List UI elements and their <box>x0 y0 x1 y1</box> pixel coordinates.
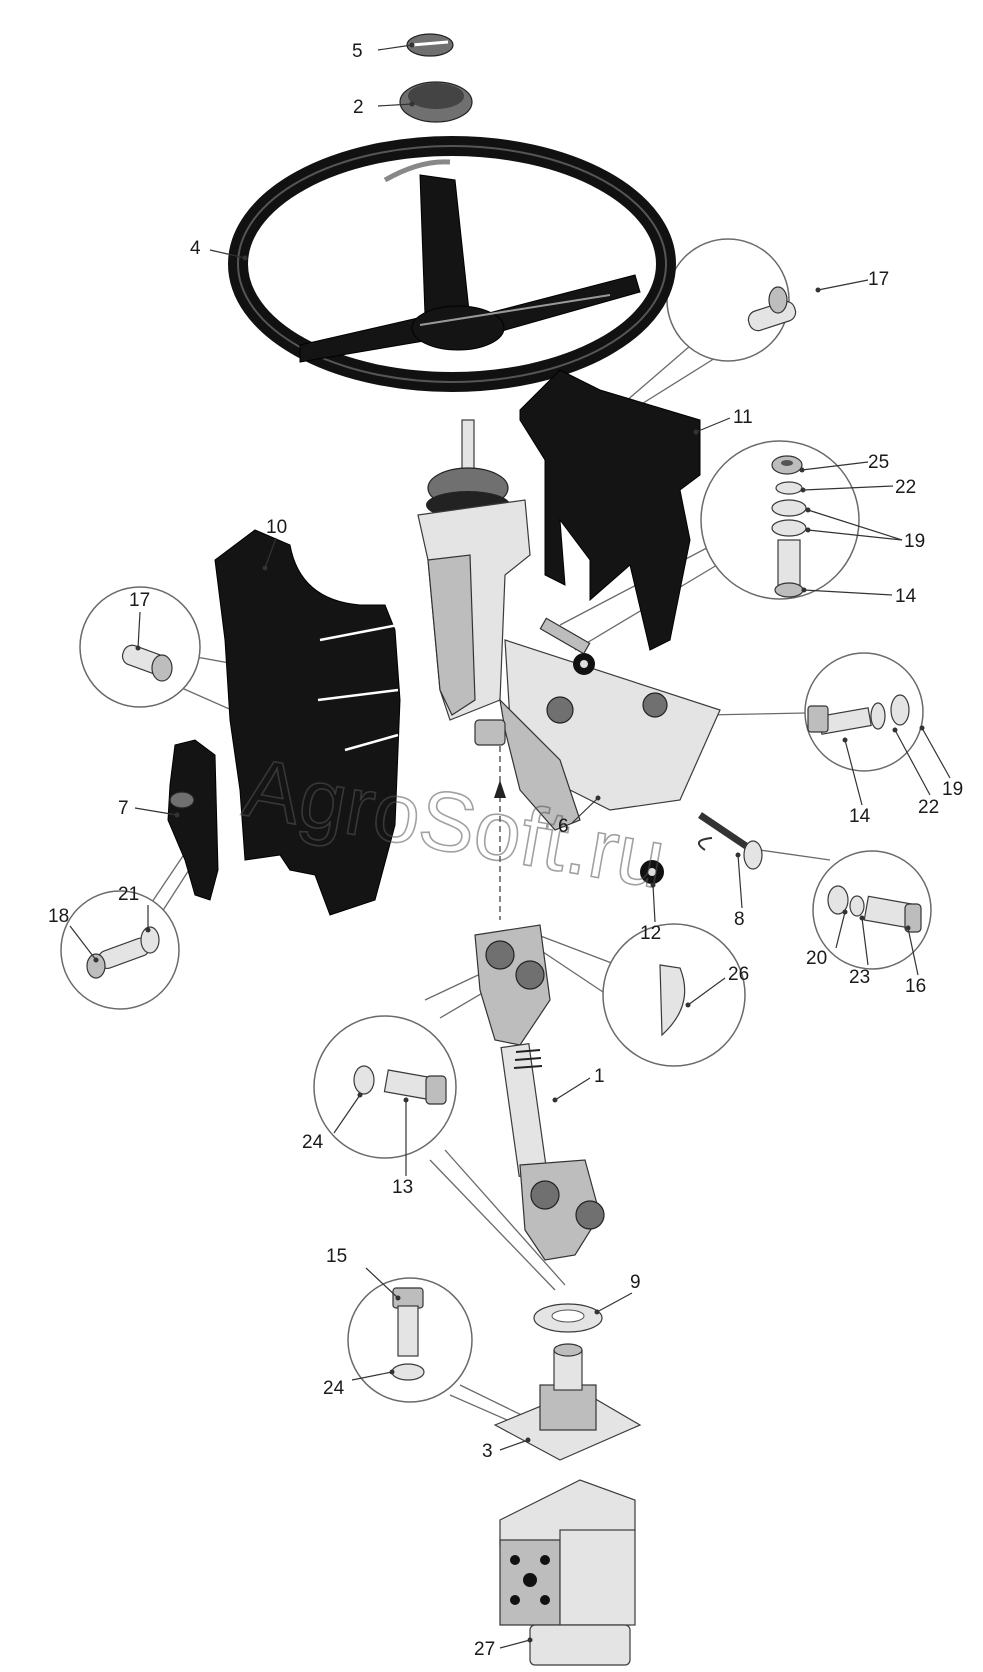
washer-19-lower <box>890 694 910 726</box>
washer-21 <box>140 926 160 954</box>
metering-unit-27 <box>499 1479 636 1666</box>
steering-wheel-4 <box>228 136 676 392</box>
label-18: 18 <box>48 906 69 927</box>
assembly-arrow <box>494 780 506 798</box>
callout-circle-17-upper <box>624 238 797 406</box>
washer-22-lower <box>870 702 886 730</box>
pin-18 <box>86 937 150 979</box>
label-17: 17 <box>868 269 889 290</box>
callout-circle-26 <box>524 923 746 1067</box>
pin-8 <box>697 812 763 870</box>
callout-circle-16-20-23 <box>759 849 932 970</box>
label-2: 2 <box>353 97 364 118</box>
label-15: 15 <box>326 1246 347 1267</box>
panel-11 <box>519 369 701 651</box>
label-3: 3 <box>482 1441 493 1462</box>
label-19-lower: 19 <box>942 779 963 800</box>
leader-lines <box>69 42 951 1649</box>
callout-circle-15-24 <box>347 1277 543 1431</box>
label-13: 13 <box>392 1177 413 1198</box>
label-21: 21 <box>118 884 139 905</box>
washer-20 <box>827 885 849 915</box>
label-25: 25 <box>868 452 889 473</box>
bolt-15 <box>392 1287 424 1357</box>
label-23: 23 <box>849 967 870 988</box>
label-14: 14 <box>895 586 917 607</box>
label-24-lower: 24 <box>323 1378 345 1399</box>
callout-circle-18-21 <box>60 837 206 1010</box>
bolt-13 <box>383 1069 447 1105</box>
callout-circle-13-24 <box>313 959 566 1291</box>
cap-5 <box>406 33 454 57</box>
label-17-left: 17 <box>129 590 150 611</box>
washer-24-lower <box>391 1363 425 1381</box>
bolt-14-upper <box>774 539 804 598</box>
washer-24-upper <box>353 1065 375 1095</box>
label-9: 9 <box>630 1272 641 1293</box>
washer-19-upper-b <box>771 519 807 537</box>
cardan-shaft-1 <box>474 924 605 1261</box>
nut-25 <box>771 455 803 475</box>
bolt-16 <box>863 895 922 933</box>
pin-17-upper <box>747 286 797 332</box>
washer-23 <box>849 895 865 917</box>
part-labels: 5 2 4 17 11 25 22 19 14 10 17 7 19 14 22… <box>48 41 963 1660</box>
label-1: 1 <box>594 1066 605 1087</box>
label-26: 26 <box>728 964 749 985</box>
label-22-lower: 22 <box>918 797 939 818</box>
label-6: 6 <box>558 816 569 837</box>
label-12: 12 <box>640 923 661 944</box>
key-26 <box>659 964 686 1037</box>
panel-10 <box>214 529 401 916</box>
label-10: 10 <box>266 517 287 538</box>
label-27: 27 <box>474 1639 495 1660</box>
callout-circle-bolt-set-right <box>559 440 860 651</box>
bolt-14-lower <box>807 705 872 735</box>
label-16: 16 <box>905 976 926 997</box>
flange-3 <box>493 1343 642 1461</box>
label-4: 4 <box>190 238 201 259</box>
label-19: 19 <box>904 531 925 552</box>
label-24: 24 <box>302 1132 324 1153</box>
label-5: 5 <box>352 41 363 62</box>
label-14-lower: 14 <box>849 806 871 827</box>
bracket-7 <box>167 739 219 901</box>
callout-circle-bolt-set-lower-right <box>704 652 924 772</box>
washer-22-upper <box>775 481 803 495</box>
label-7: 7 <box>118 798 129 819</box>
column-housing-6 <box>417 419 721 831</box>
cover-2 <box>399 81 473 123</box>
label-8: 8 <box>734 909 745 930</box>
pin-17-left <box>121 644 173 682</box>
label-22: 22 <box>895 477 916 498</box>
washer-19-upper-a <box>771 499 807 517</box>
label-20: 20 <box>806 948 827 969</box>
label-11: 11 <box>733 407 753 428</box>
nut-12 <box>640 860 664 884</box>
